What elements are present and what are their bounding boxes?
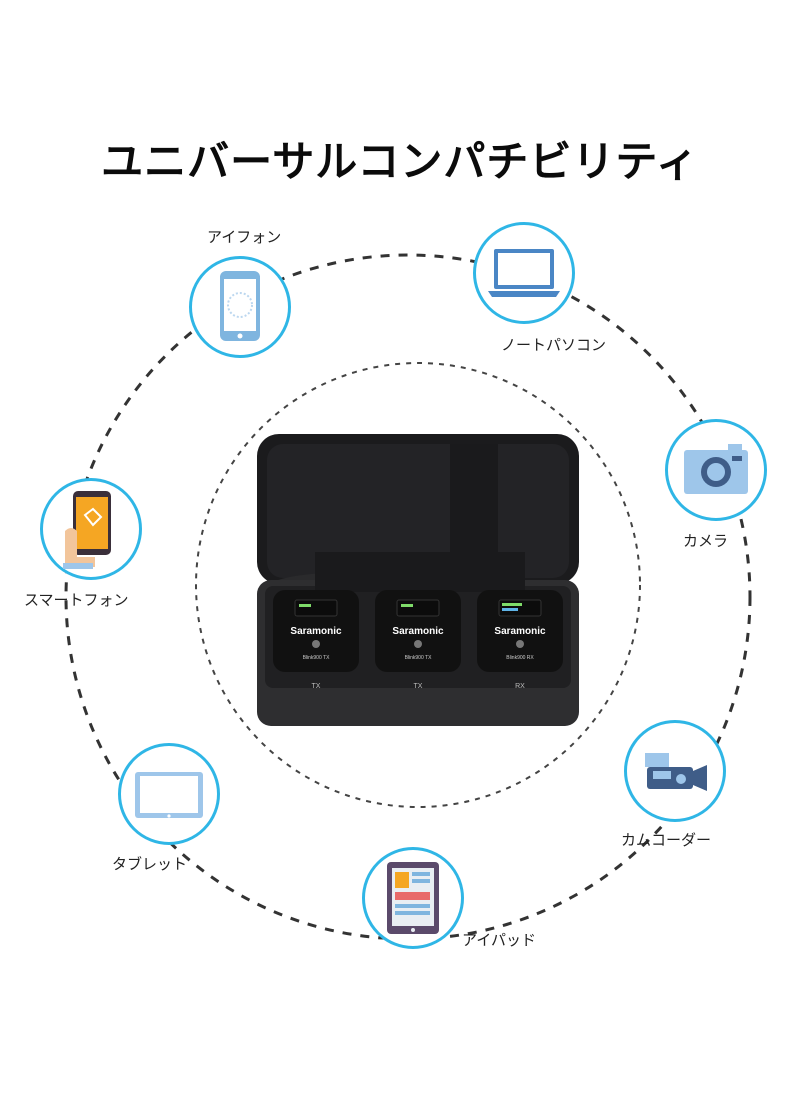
iphone-badge bbox=[189, 256, 291, 358]
unit-model: Blink900 TX bbox=[405, 655, 433, 661]
unit-tag: TX bbox=[312, 683, 321, 690]
unit-model: Blink900 TX bbox=[303, 655, 331, 661]
ipad-badge bbox=[362, 847, 464, 949]
ipad-icon bbox=[387, 862, 439, 934]
device-label-laptop: ノートパソコン bbox=[501, 336, 607, 354]
transmitter-units: Saramonic Blink900 TX TX Saramonic Blink… bbox=[273, 590, 563, 690]
device-label-ipad: アイパッド bbox=[462, 931, 536, 949]
iphone-icon bbox=[220, 271, 260, 341]
laptop-badge bbox=[473, 222, 575, 324]
unit-model: Blink900 RX bbox=[506, 655, 534, 661]
camcorder-badge bbox=[624, 720, 726, 822]
tablet-icon bbox=[135, 772, 203, 818]
unit-brand: Saramonic bbox=[290, 626, 342, 637]
device-label-tablet: タブレット bbox=[112, 855, 188, 873]
unit-rx: Saramonic Blink900 RX bbox=[477, 590, 563, 672]
unit-tx-2: Saramonic Blink900 TX bbox=[375, 590, 461, 672]
camera-badge bbox=[665, 419, 767, 521]
unit-tag: TX bbox=[414, 683, 423, 690]
camera-icon bbox=[684, 444, 748, 494]
device-label-iphone: アイフォン bbox=[207, 228, 282, 246]
smartphone-icon bbox=[63, 491, 111, 569]
device-label-smartphone: スマートフォン bbox=[24, 591, 129, 609]
device-label-camera: カメラ bbox=[683, 532, 729, 550]
unit-tx-1: Saramonic Blink900 TX bbox=[273, 590, 359, 672]
smartphone-badge bbox=[40, 478, 142, 580]
camcorder-icon bbox=[645, 753, 707, 791]
tablet-badge bbox=[118, 743, 220, 845]
unit-brand: Saramonic bbox=[494, 626, 546, 637]
unit-brand: Saramonic bbox=[392, 626, 444, 637]
laptop-icon bbox=[488, 249, 560, 297]
unit-tag: RX bbox=[515, 683, 525, 690]
page-title: ユニバーサルコンパチビリティ bbox=[101, 137, 699, 186]
device-label-camcorder: カムコーダー bbox=[621, 831, 712, 849]
